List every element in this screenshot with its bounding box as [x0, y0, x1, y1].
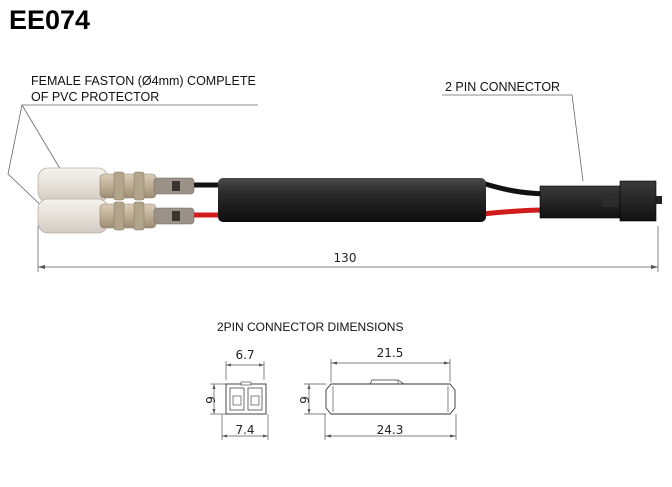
two-pin-connector — [539, 180, 662, 222]
front-height: 6 — [203, 396, 217, 404]
cable-sleeve — [218, 178, 486, 222]
red-wire-right — [481, 207, 546, 217]
side-height: 6 — [297, 396, 311, 404]
side-bottom-width: 24.3 — [377, 423, 404, 437]
black-wire-right — [481, 180, 546, 197]
faston-terminal-bottom — [37, 198, 195, 234]
front-top-width: 6.7 — [235, 348, 254, 362]
length-dimension — [37, 226, 659, 272]
connector-side-view — [304, 359, 457, 440]
connector-front-view — [210, 361, 269, 440]
wires — [190, 180, 546, 218]
page-title: EE074 — [9, 5, 90, 35]
front-bottom-width: 7.4 — [235, 423, 254, 437]
faston-leader-lines — [7, 104, 258, 215]
connector-leader-line — [442, 94, 584, 182]
faston-terminal-top — [37, 167, 195, 203]
side-top-width: 21.5 — [377, 346, 404, 360]
connector-label: 2 PIN CONNECTOR — [445, 80, 560, 94]
dimensions-heading: 2PIN CONNECTOR DIMENSIONS — [217, 320, 403, 334]
faston-label-line2: OF PVC PROTECTOR — [31, 90, 159, 104]
faston-label-line1: FEMALE FASTON (Ø4mm) COMPLETE — [31, 74, 256, 88]
length-value: 130 — [334, 251, 357, 265]
